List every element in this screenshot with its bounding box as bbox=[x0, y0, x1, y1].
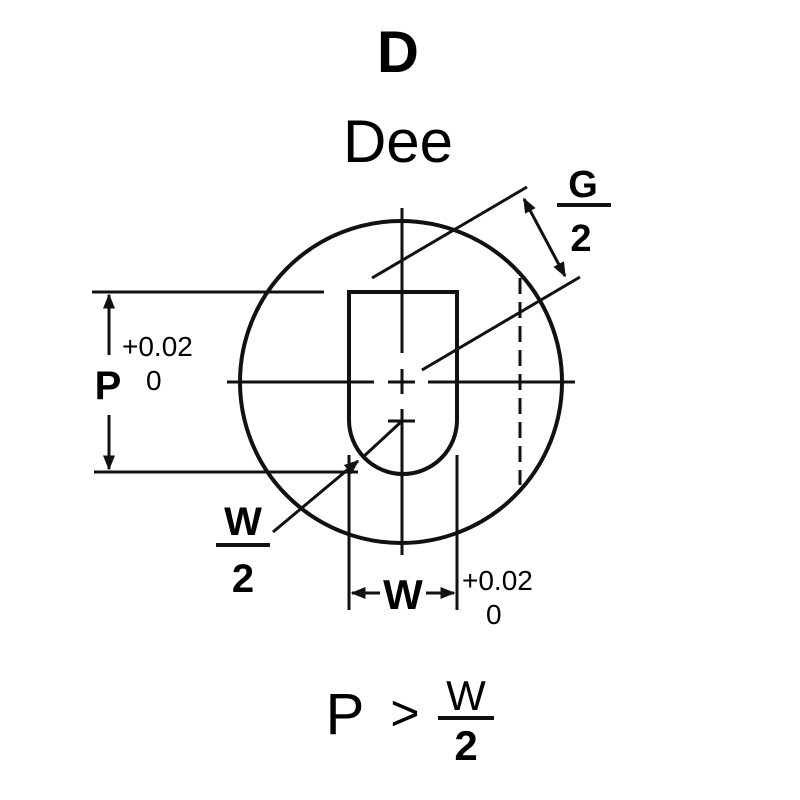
g-denominator: 2 bbox=[570, 218, 591, 260]
centerlines bbox=[227, 208, 575, 555]
dee-slot bbox=[347, 290, 459, 476]
w-tolerance-plus: +0.02 bbox=[462, 565, 533, 596]
w-half-numerator: W bbox=[224, 500, 262, 544]
w-half-dimension: W 2 bbox=[216, 419, 404, 601]
formula-operator: > bbox=[390, 685, 419, 741]
w-half-denominator: 2 bbox=[232, 557, 254, 601]
p-dimension: P +0.02 0 bbox=[92, 290, 358, 474]
p-tolerance-zero: 0 bbox=[146, 365, 162, 396]
formula: P > W 2 bbox=[326, 672, 494, 769]
w-dimension: W +0.02 0 bbox=[347, 455, 533, 630]
p-tolerance-plus: +0.02 bbox=[122, 331, 193, 362]
formula-p: P bbox=[326, 682, 365, 747]
g-label: G bbox=[568, 164, 598, 206]
w-tolerance-zero: 0 bbox=[486, 599, 502, 630]
p-label: P bbox=[95, 364, 122, 408]
formula-denominator: 2 bbox=[454, 722, 477, 769]
formula-numerator: W bbox=[446, 672, 486, 719]
title: D bbox=[377, 20, 419, 85]
g-half-dimension: G 2 bbox=[371, 164, 611, 372]
w-label: W bbox=[383, 571, 423, 618]
subtitle: Dee bbox=[343, 108, 453, 175]
